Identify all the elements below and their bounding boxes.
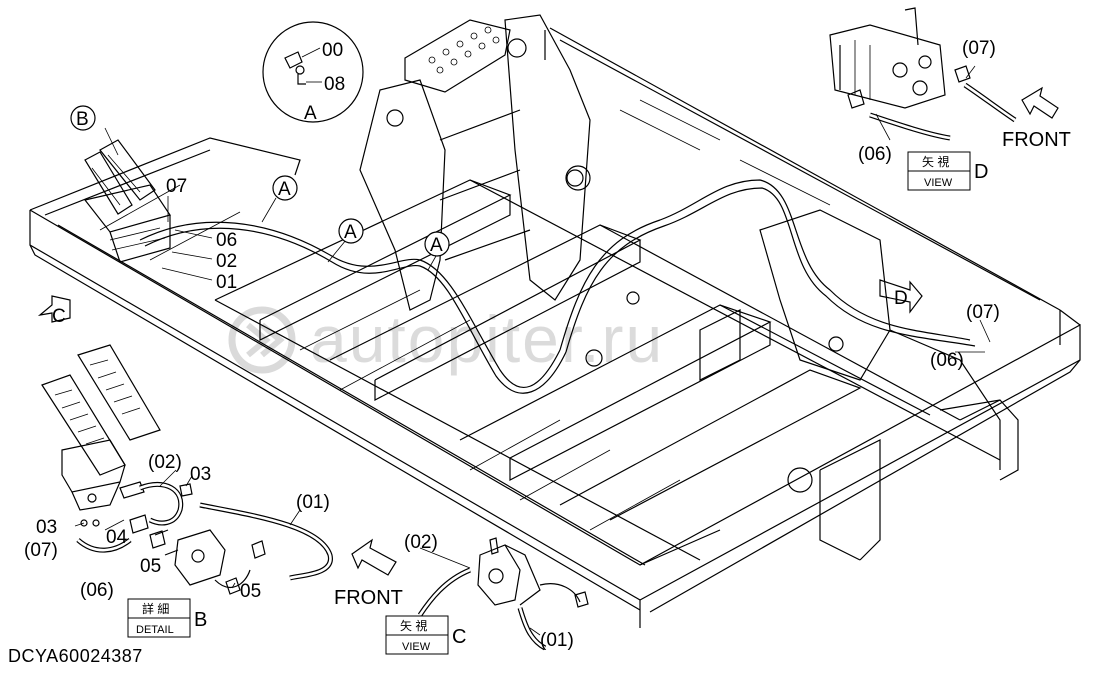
part-label-01-paren-c: (01)	[540, 630, 574, 651]
view-d-marker: D	[894, 288, 908, 309]
pedal-assembly-top	[83, 139, 171, 263]
label-a: A	[344, 222, 357, 243]
view-c-letter: C	[452, 626, 466, 648]
front-arrow-bottom	[351, 538, 397, 576]
part-label-01-paren: (01)	[296, 492, 330, 513]
part-label-07-paren-b: (07)	[24, 540, 58, 561]
part-labels-frame: 07 06 02 01	[166, 176, 237, 293]
view-d-en: VIEW	[924, 177, 953, 189]
watermark-text: autopiter.ru	[310, 302, 664, 376]
circle-label-a-3: A	[424, 231, 450, 257]
part-label-02: 02	[216, 251, 237, 272]
front-label-top: FRONT	[1002, 129, 1071, 151]
view-c-en: VIEW	[402, 641, 431, 653]
front-arrow-top	[1021, 86, 1059, 119]
part-label-05-b: 05	[240, 581, 261, 602]
detail-a-title: A	[304, 103, 317, 124]
view-c-box: 矢 視 VIEW C	[385, 615, 466, 655]
part-label-06-paren-b: (06)	[80, 580, 114, 601]
detail-b-jp: 詳 細	[142, 601, 169, 616]
view-d-box: 矢 視 VIEW D	[907, 151, 988, 191]
part-labels-view-c: (02) FRONT (01)	[334, 532, 574, 651]
part-label-02-paren-c: (02)	[404, 532, 438, 553]
part-label-01: 01	[216, 272, 237, 293]
view-c-assembly	[417, 537, 589, 651]
label-b: B	[76, 109, 89, 130]
part-label-04: 04	[106, 527, 128, 548]
leader-lines	[74, 65, 991, 636]
part-labels-detail-b: (02) 03 (01) 03 04 (07) 05 (06) 05	[24, 452, 330, 602]
part-label-00: 00	[322, 40, 343, 61]
part-label-07-paren: (07)	[962, 38, 996, 59]
detail-a-inset	[262, 21, 364, 123]
label-a: A	[430, 235, 443, 256]
watermark: autopiter.ru	[228, 302, 664, 376]
circle-label-a-1: A	[272, 175, 298, 201]
part-label-05-a: 05	[140, 556, 161, 577]
view-d-assembly	[829, 7, 1017, 141]
part-labels-frame-right: (07) (06)	[930, 302, 1000, 371]
detail-b-letter: B	[194, 609, 207, 631]
detail-b-box: 詳 細 DETAIL B	[127, 598, 207, 638]
pedal-grip-slots	[54, 359, 141, 445]
circle-label-b: B	[70, 105, 96, 131]
part-label-06-paren-frame: (06)	[930, 350, 964, 371]
part-label-03-a: 03	[190, 464, 211, 485]
part-label-08: 08	[324, 74, 345, 95]
view-arrow-c	[37, 295, 71, 323]
front-label-bottom: FRONT	[334, 587, 403, 609]
hose-routing	[139, 179, 976, 394]
drawing-code: DCYA60024387	[8, 646, 143, 666]
view-arrow-d	[879, 279, 923, 314]
part-label-06: 06	[216, 230, 237, 251]
view-c-marker: C	[52, 306, 66, 327]
step-pad-holes	[428, 26, 500, 74]
view-d-jp: 矢 視	[922, 154, 949, 169]
label-a: A	[278, 179, 291, 200]
part-label-07: 07	[166, 176, 187, 197]
part-labels-detail-a: 00 08 A	[304, 40, 345, 124]
detail-b-assembly	[41, 344, 333, 595]
part-label-06-paren: (06)	[858, 144, 892, 165]
view-d-letter: D	[974, 161, 988, 183]
part-label-07-paren-frame: (07)	[966, 302, 1000, 323]
detail-b-en: DETAIL	[136, 624, 174, 636]
part-label-02-paren: (02)	[148, 452, 182, 473]
main-frame	[29, 14, 1081, 628]
view-c-jp: 矢 視	[400, 618, 427, 633]
circle-label-a-2: A	[338, 218, 364, 244]
part-label-03-b: 03	[36, 517, 57, 538]
part-labels-view-d: (07) (06) FRONT	[858, 38, 1071, 165]
